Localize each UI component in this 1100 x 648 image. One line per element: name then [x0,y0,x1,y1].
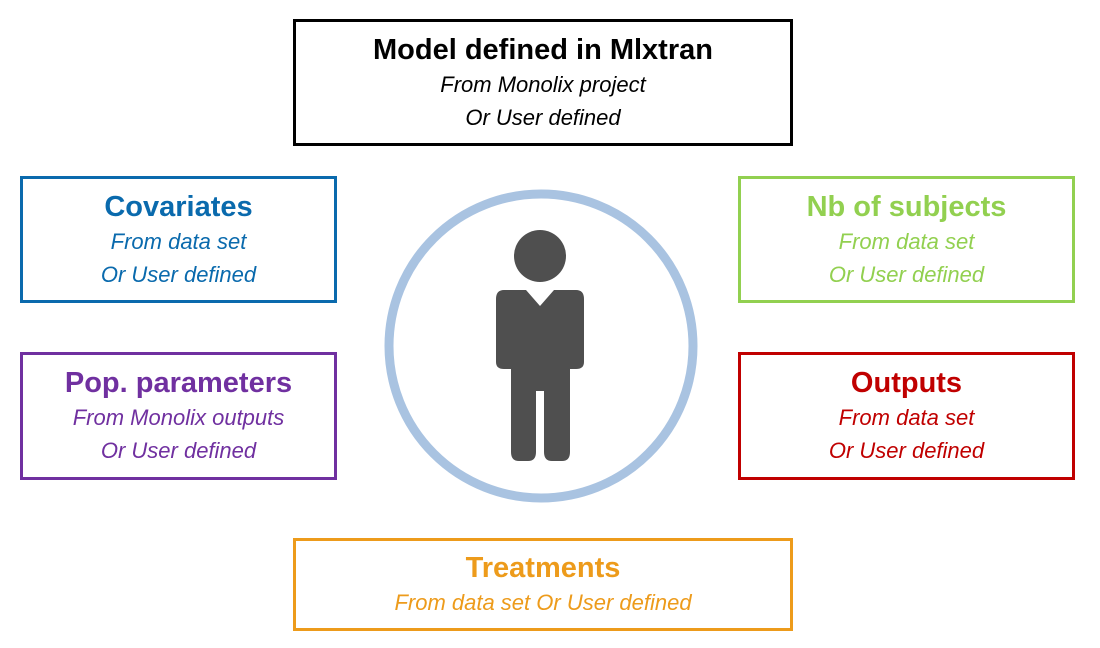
outputs-alternative: Or User defined [828,438,985,463]
person-legs [511,366,570,461]
person-torso [496,290,584,369]
person-head [514,230,566,282]
subjects-alternative: Or User defined [828,261,985,287]
outputs-box: Outputs From data set Or User defined [738,352,1075,480]
covariates-alternative: Or User defined [100,261,257,287]
model-alternative: Or User defined [465,104,621,130]
person-icon [496,230,584,461]
center-figure [384,189,698,503]
outputs-title: Outputs [850,367,963,399]
outputs-source: From data set [838,405,975,430]
covariates-box: Covariates From data set Or User defined [20,176,337,303]
treatments-box: Treatments From data set Or User defined [293,538,793,631]
covariates-source: From data set [110,228,247,254]
pop-parameters-box: Pop. parameters From Monolix outputs Or … [20,352,337,480]
treatments-title: Treatments [465,552,621,584]
model-source: From Monolix project [440,71,646,97]
ring-circle [384,189,698,503]
subjects-source: From data set [838,228,975,254]
subjects-box: Nb of subjects From data set Or User def… [738,176,1075,303]
treatments-source: From data set Or User defined [394,590,692,615]
subjects-title: Nb of subjects [806,190,1007,223]
pop-parameters-source: From Monolix outputs [72,405,285,430]
model-title: Model defined in Mlxtran [373,33,713,66]
model-box: Model defined in Mlxtran From Monolix pr… [293,19,793,146]
pop-parameters-title: Pop. parameters [64,367,293,399]
pop-parameters-alternative: Or User defined [100,438,257,463]
covariates-title: Covariates [104,190,253,223]
